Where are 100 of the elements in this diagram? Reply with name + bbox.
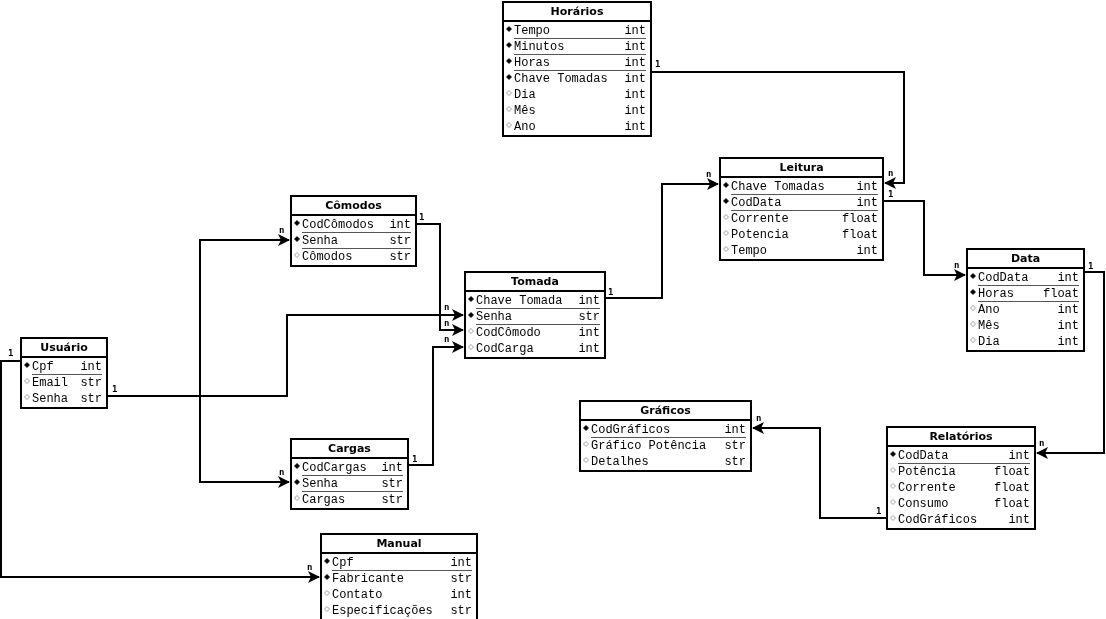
relationship-connector: [107, 395, 290, 488]
attribute-type: float: [994, 464, 1030, 480]
table-title: Leitura: [721, 159, 882, 178]
table-title: Relatórios: [888, 428, 1034, 447]
cardinality-label: n: [307, 563, 313, 572]
attribute-type: int: [624, 71, 646, 87]
relationship-connector: [605, 178, 719, 299]
attribute-type: str: [80, 375, 102, 391]
entity-table: [886, 426, 1036, 530]
cardinality-label: n: [444, 303, 450, 312]
attribute-type: str: [724, 454, 746, 470]
cardinality-label: 1: [888, 190, 894, 199]
attribute-name: CodCômodo: [476, 325, 541, 341]
attribute-type: int: [624, 39, 646, 55]
table-title: Manual: [322, 535, 476, 554]
attribute-name: Potência: [898, 464, 956, 480]
table-title: Usuário: [22, 339, 106, 358]
attribute-type: int: [856, 243, 878, 259]
attribute-name: Ano: [978, 302, 1000, 318]
attribute-type: str: [450, 603, 472, 619]
entity-table: [290, 438, 409, 510]
attribute-type: int: [856, 179, 878, 195]
attribute-name: CodCargas: [302, 460, 367, 476]
entity-table: [966, 248, 1085, 352]
attribute-name: Potencia: [731, 227, 789, 243]
attribute-type: float: [842, 211, 878, 227]
attribute-name: Especificações: [332, 603, 433, 619]
relationship-connector: [752, 422, 887, 519]
cardinality-label: 1: [8, 349, 14, 358]
attribute-name: Mês: [978, 318, 1000, 334]
attribute-type: str: [724, 438, 746, 454]
table-title: Cômodos: [292, 197, 415, 216]
attribute-type: int: [1057, 270, 1079, 286]
cardinality-label: n: [444, 319, 450, 328]
cardinality-label: n: [706, 170, 712, 179]
relationship-connector: [883, 200, 966, 281]
attribute-name: Email: [32, 375, 68, 391]
cardinality-label: 1: [876, 507, 882, 516]
attribute-name: Cpf: [32, 359, 54, 375]
attribute-name: CodData: [898, 448, 949, 464]
attribute-name: Horas: [514, 55, 550, 71]
table-title: Horários: [504, 3, 650, 22]
attribute-name: Corrente: [731, 211, 789, 227]
attribute-name: CodCômodos: [302, 217, 374, 233]
attribute-type: str: [381, 476, 403, 492]
attribute-type: int: [381, 460, 403, 476]
relationship-connector: [1036, 271, 1105, 459]
entity-table: [502, 1, 652, 137]
attribute-type: int: [1057, 334, 1079, 350]
relationship-connector: [0, 360, 320, 583]
table-title: Gráficos: [581, 402, 750, 421]
relationship-connector: [416, 223, 464, 336]
attribute-name: Senha: [476, 309, 512, 325]
attribute-type: str: [450, 571, 472, 587]
attribute-name: CodCarga: [476, 341, 534, 357]
attribute-type: int: [624, 103, 646, 119]
attribute-type: str: [80, 391, 102, 407]
attribute-type: int: [578, 341, 600, 357]
entity-table: [579, 400, 752, 472]
relationship-connector: [651, 71, 905, 189]
table-title: Data: [968, 250, 1083, 269]
attribute-name: Gráfico Potência: [591, 438, 707, 454]
attribute-type: str: [578, 309, 600, 325]
attribute-type: float: [994, 480, 1030, 496]
attribute-name: Cpf: [332, 555, 354, 571]
attribute-name: Fabricante: [332, 571, 404, 587]
attribute-type: int: [624, 87, 646, 103]
attribute-name: Tempo: [731, 243, 767, 259]
attribute-type: str: [389, 249, 411, 265]
attribute-type: float: [994, 496, 1030, 512]
attribute-type: int: [1057, 318, 1079, 334]
attribute-type: int: [80, 359, 102, 375]
entity-table: [719, 157, 884, 261]
attribute-type: int: [624, 55, 646, 71]
attribute-name: Senha: [32, 391, 68, 407]
attribute-type: int: [624, 23, 646, 39]
attribute-name: Cômodos: [302, 249, 353, 265]
cardinality-label: n: [1039, 439, 1045, 448]
attribute-type: int: [450, 555, 472, 571]
attribute-type: float: [1043, 286, 1079, 302]
entity-table: [320, 533, 478, 619]
cardinality-label: 1: [412, 455, 418, 464]
table-title: Tomada: [466, 273, 604, 292]
cardinality-label: n: [444, 335, 450, 344]
attribute-name: CodGráficos: [898, 512, 978, 528]
cardinality-label: n: [954, 261, 960, 270]
attribute-name: Consumo: [898, 496, 949, 512]
attribute-name: Chave Tomadas: [731, 179, 825, 195]
attribute-type: int: [856, 195, 878, 211]
attribute-name: Chave Tomadas: [514, 71, 608, 87]
attribute-type: int: [724, 422, 746, 438]
attribute-type: float: [842, 227, 878, 243]
entity-table: [290, 195, 417, 267]
attribute-name: Minutos: [514, 39, 565, 55]
attribute-type: str: [381, 492, 403, 508]
attribute-type: int: [1008, 448, 1030, 464]
attribute-type: int: [1008, 512, 1030, 528]
cardinality-label: 1: [419, 213, 425, 222]
attribute-name: CodData: [978, 270, 1029, 286]
attribute-type: int: [578, 293, 600, 309]
